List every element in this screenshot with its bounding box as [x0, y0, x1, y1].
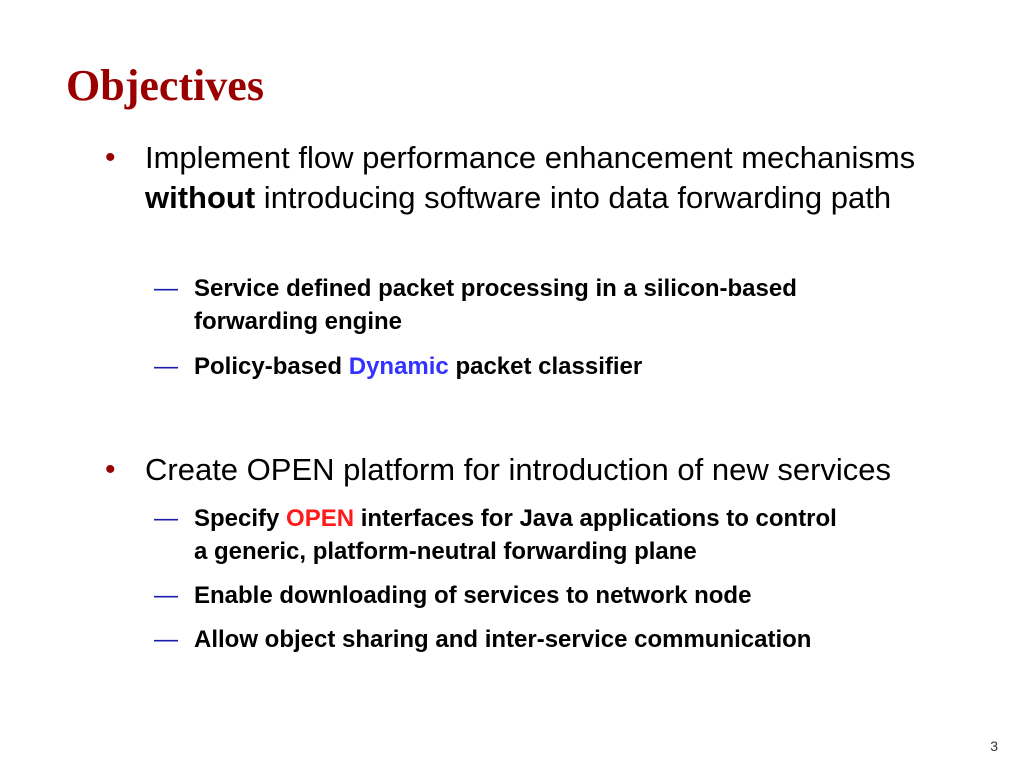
bullet-text-line: without introducing software into data f…	[145, 178, 1005, 218]
bullet-text-span: introducing software into data forwardin…	[255, 180, 892, 215]
sub-bullet-item: — Service defined packet processing in a…	[154, 272, 1004, 338]
sub-bullet-text-line: Specify OPEN interfaces for Java applica…	[194, 502, 1004, 535]
dash-symbol: —	[154, 505, 178, 532]
dash-symbol: —	[154, 353, 178, 380]
sub-bullet-text-span: packet classifier	[448, 353, 643, 380]
sub-bullet-text-span: Policy-based	[194, 353, 349, 380]
dash-symbol: —	[154, 275, 178, 302]
emphasis-text: without	[145, 180, 256, 215]
sub-bullet-item: — Enable downloading of services to netw…	[154, 579, 1004, 612]
slide-title: Objectives	[66, 61, 264, 110]
bullet-item: • Create OPEN platform for introduction …	[105, 450, 1005, 490]
sub-bullet-text-span: Enable downloading of services to networ…	[194, 582, 752, 609]
bullet-text-line: Create OPEN platform for introduction of…	[145, 452, 892, 487]
sub-bullet-item: — Policy-based Dynamic packet classifier	[154, 350, 1004, 383]
bullet-symbol: •	[105, 141, 116, 174]
sub-bullet-item: — Allow object sharing and inter-service…	[154, 623, 1004, 656]
bullet-symbol: •	[105, 453, 116, 486]
highlight-text: OPEN	[286, 505, 355, 532]
bullet-text-line: Implement flow performance enhancement m…	[145, 140, 916, 175]
highlight-text: Dynamic	[348, 353, 449, 380]
dash-symbol: —	[154, 626, 178, 653]
sub-bullet-text-span: Specify	[194, 505, 287, 532]
bullet-item: • Implement flow performance enhancement…	[105, 138, 1005, 218]
page-number: 3	[990, 738, 998, 754]
sub-bullet-text-line: a generic, platform-neutral forwarding p…	[194, 538, 697, 565]
sub-bullet-item: — Specify OPEN interfaces for Java appli…	[154, 502, 1004, 568]
sub-bullet-text-span: interfaces for Java applications to cont…	[354, 505, 837, 532]
sub-bullet-text-line: Service defined packet processing in a s…	[194, 275, 797, 302]
dash-symbol: —	[154, 582, 178, 609]
sub-bullet-text-line: forwarding engine	[194, 308, 403, 335]
sub-bullet-text-span: Allow object sharing and inter-service c…	[194, 626, 812, 653]
